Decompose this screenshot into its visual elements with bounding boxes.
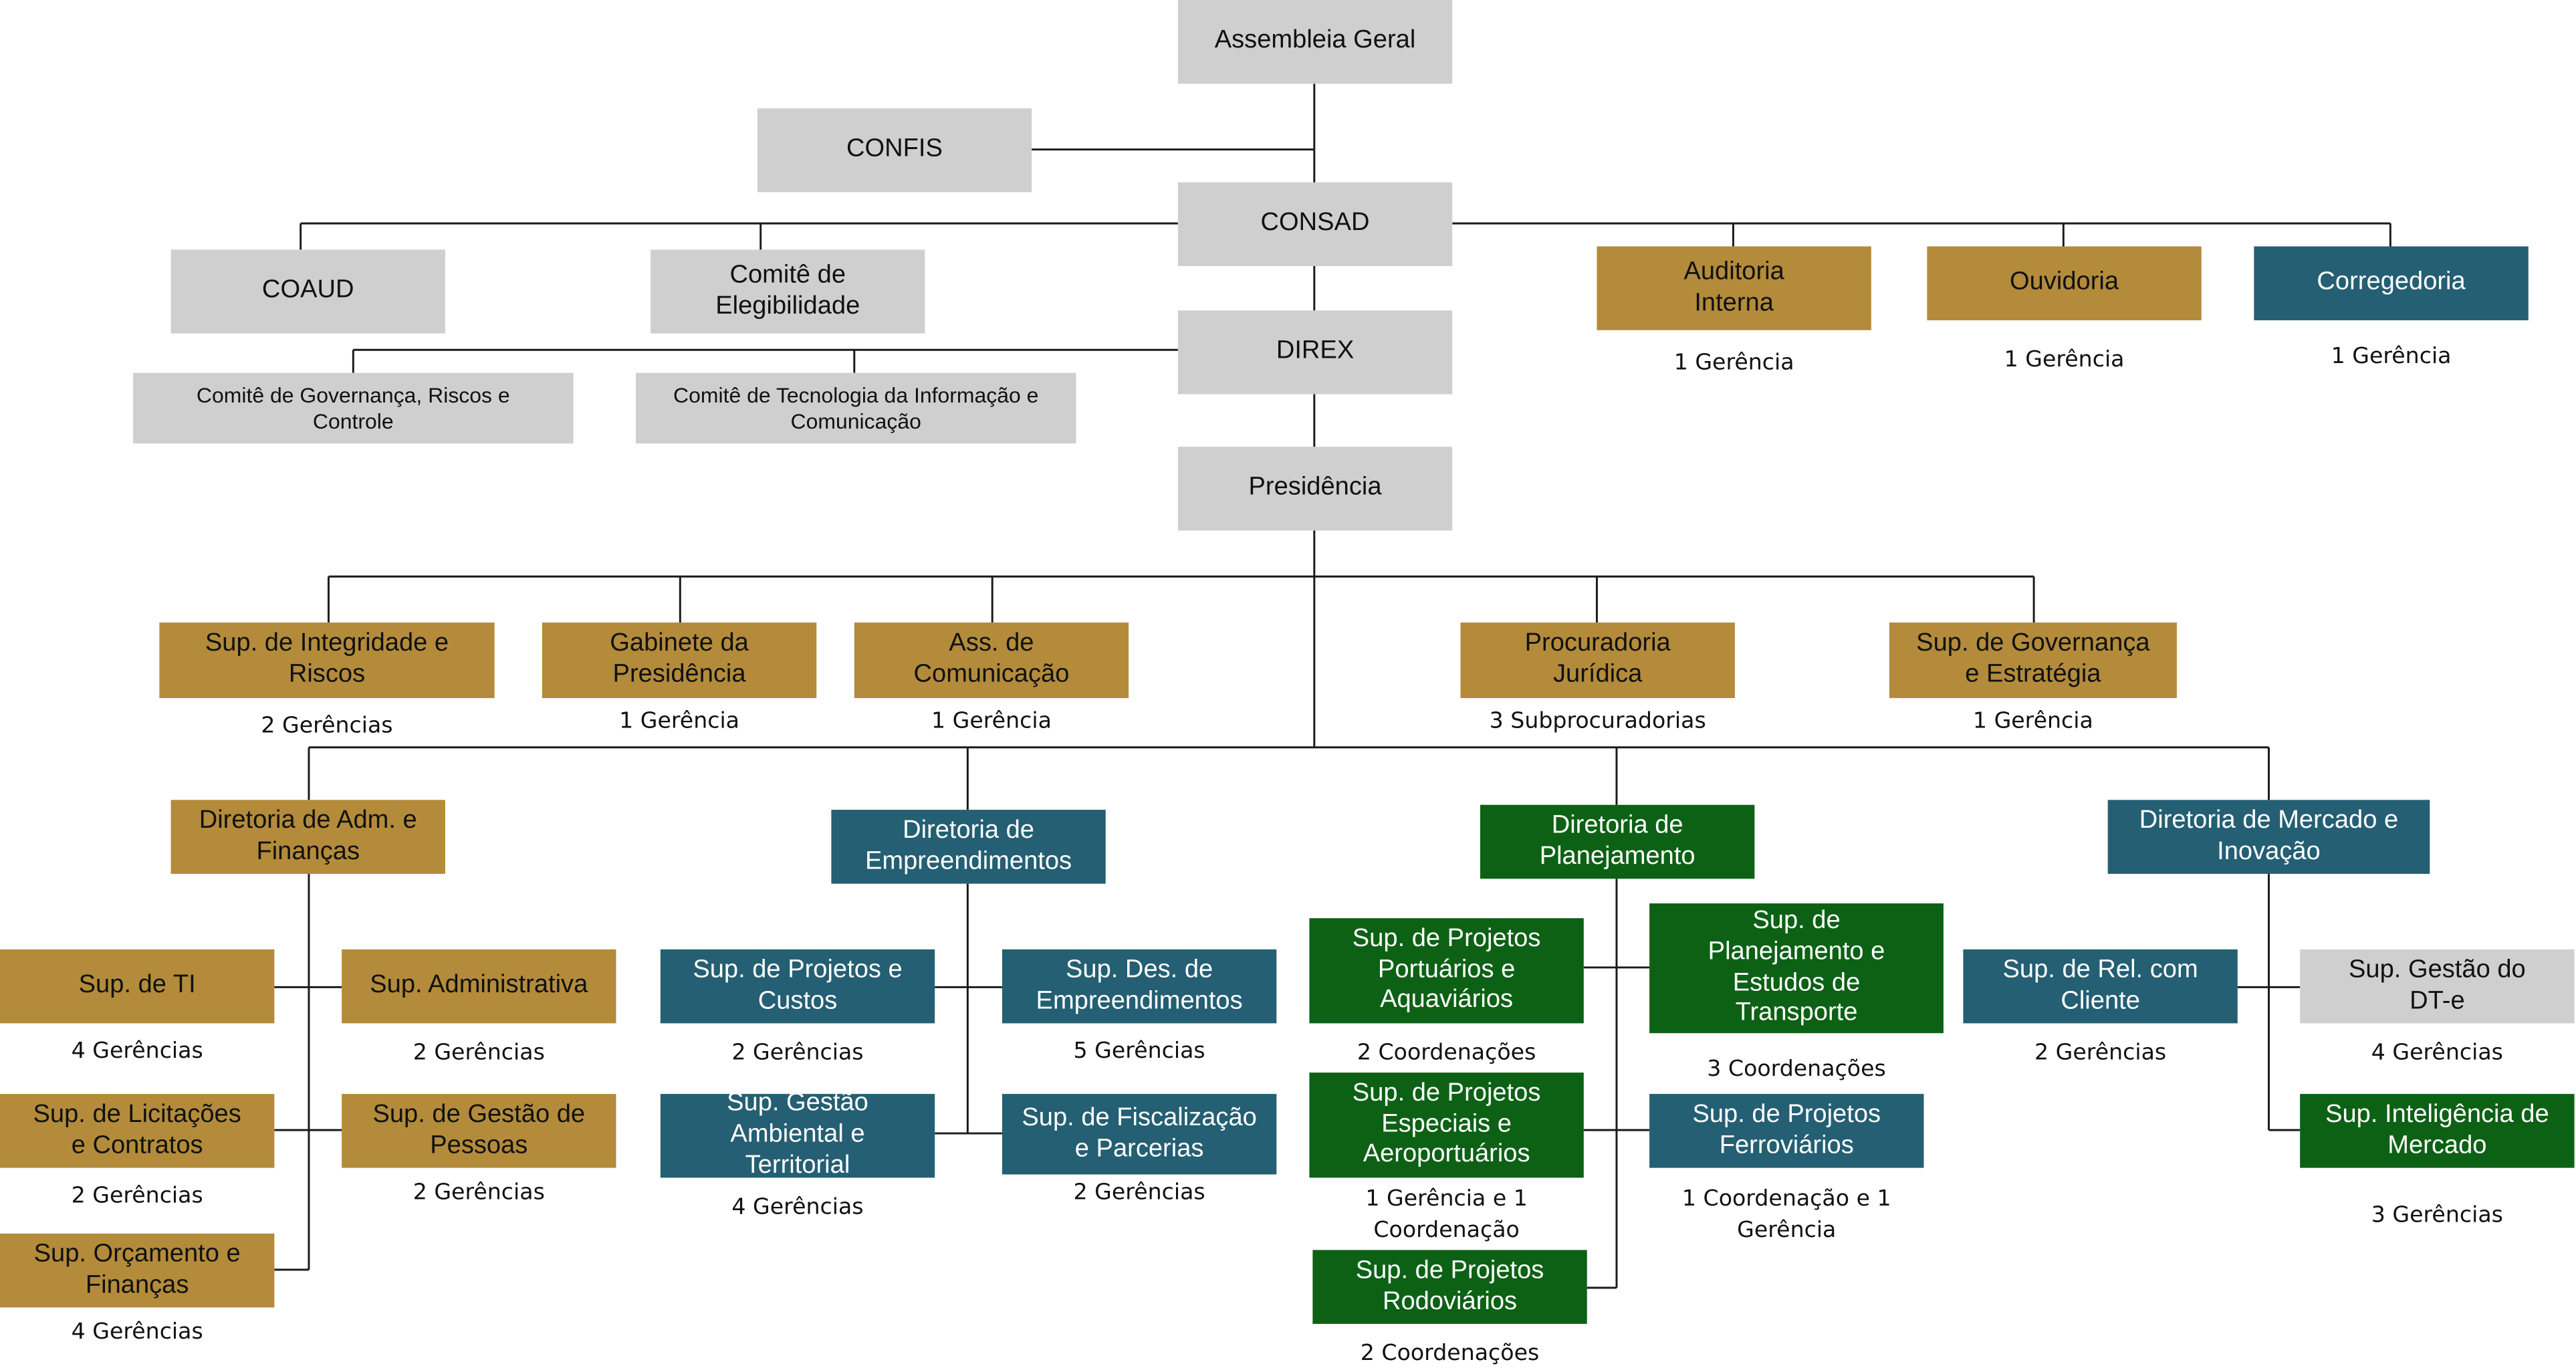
node-ass-comunicacao-note: 1 Gerência: [931, 707, 1052, 735]
node-sup-gestao-dte: Sup. Gestão do DT-e: [2300, 949, 2575, 1024]
node-sup-proj-custos: Sup. de Projetos e Custos: [660, 949, 935, 1024]
node-sup-pessoas-note: 2 Gerências: [413, 1179, 545, 1206]
node-sup-admin: Sup. Administrativa: [342, 949, 616, 1024]
node-ass-comunicacao: Ass. de Comunicação: [854, 622, 1129, 699]
node-dir-mercado: Diretoria de Mercado e Inovação: [2107, 800, 2430, 874]
node-corregedoria-note: 1 Gerência: [2331, 343, 2452, 370]
node-sup-intelig-note: 3 Gerências: [2371, 1202, 2503, 1229]
node-sup-fiscal: Sup. de Fiscalização e Parcerias: [1002, 1094, 1277, 1175]
node-sup-ti: Sup. de TI: [0, 949, 275, 1024]
node-gabinete-note: 1 Gerência: [619, 707, 740, 735]
node-sup-proj-rodo-note: 2 Coordenações: [1360, 1340, 1540, 1367]
node-comite-eleg: Comitê de Elegibilidade: [651, 249, 925, 334]
node-comite-ti: Comitê de Tecnologia da Informação e Com…: [635, 372, 1076, 444]
node-sup-admin-note: 2 Gerências: [413, 1040, 545, 1066]
node-corregedoria: Corregedoria: [2254, 246, 2529, 321]
node-consad: CONSAD: [1177, 182, 1453, 266]
node-sup-orcam-note: 4 Gerências: [71, 1319, 203, 1345]
node-dir-planej: Diretoria de Planejamento: [1480, 804, 1755, 879]
node-sup-rel-cliente: Sup. de Rel. com Cliente: [1963, 949, 2238, 1024]
node-procuradoria: Procuradoria Jurídica: [1460, 622, 1735, 699]
node-sup-rel-cliente-note: 2 Gerências: [2034, 1040, 2167, 1066]
node-sup-gestao-amb: Sup. Gestão Ambiental e Territorial: [660, 1089, 935, 1179]
node-sup-des-empreend-note: 5 Gerências: [1073, 1038, 1205, 1064]
node-sup-proj-esp: Sup. de Projetos Especiais e Aeroportuár…: [1309, 1072, 1584, 1178]
node-auditoria: Auditoria Interna: [1597, 246, 1871, 330]
node-procuradoria-note: 3 Subprocuradorias: [1489, 707, 1706, 735]
node-sup-fiscal-note: 2 Gerências: [1073, 1179, 1205, 1206]
node-sup-proj-port: Sup. de Projetos Portuários e Aquaviário…: [1309, 918, 1584, 1024]
node-sup-gestao-dte-note: 4 Gerências: [2371, 1040, 2503, 1066]
node-sup-proj-ferro: Sup. de Projetos Ferroviários: [1649, 1094, 1924, 1168]
node-sup-integridade-note: 2 Gerências: [261, 713, 393, 739]
node-ouvidoria-note: 1 Gerência: [2004, 346, 2125, 373]
node-sup-proj-custos-note: 2 Gerências: [731, 1040, 864, 1066]
node-dir-adm: Diretoria de Adm. e Finanças: [170, 800, 445, 874]
node-sup-proj-rodo: Sup. de Projetos Rodoviários: [1312, 1250, 1587, 1325]
node-comite-gov: Comitê de Governança, Riscos e Controle: [133, 372, 574, 444]
node-sup-licit: Sup. de Licitações e Contratos: [0, 1094, 275, 1168]
node-sup-planej-transp-note: 3 Coordenações: [1707, 1056, 1886, 1082]
node-sup-integridade: Sup. de Integridade e Riscos: [159, 622, 495, 699]
node-presidencia: Presidência: [1177, 447, 1453, 531]
node-sup-pessoas: Sup. de Gestão de Pessoas: [342, 1094, 616, 1168]
node-sup-ti-note: 4 Gerências: [71, 1038, 203, 1064]
node-dir-empreend: Diretoria de Empreendimentos: [831, 810, 1106, 884]
node-sup-proj-esp-note: 1 Gerência e 1 Coordenação: [1365, 1185, 1528, 1244]
node-gabinete: Gabinete da Presidência: [542, 622, 817, 699]
node-sup-gestao-amb-note: 4 Gerências: [731, 1193, 864, 1221]
node-sup-intelig: Sup. Inteligência de Mercado: [2300, 1094, 2575, 1168]
node-sup-proj-port-note: 2 Coordenações: [1357, 1040, 1536, 1066]
node-ouvidoria: Ouvidoria: [1927, 246, 2202, 321]
node-sup-governanca: Sup. de Governança e Estratégia: [1889, 622, 2177, 699]
node-sup-licit-note: 2 Gerências: [71, 1182, 203, 1210]
node-auditoria-note: 1 Gerência: [1673, 350, 1794, 376]
node-sup-governanca-note: 1 Gerência: [1972, 707, 2093, 735]
node-sup-des-empreend: Sup. Des. de Empreendimentos: [1002, 949, 1277, 1024]
node-sup-planej-transp: Sup. de Planejamento e Estudos de Transp…: [1649, 903, 1944, 1034]
node-sup-proj-ferro-note: 1 Coordenação e 1 Gerência: [1681, 1185, 1891, 1244]
node-assembleia: Assembleia Geral: [1177, 0, 1453, 84]
node-sup-orcam: Sup. Orçamento e Finanças: [0, 1233, 275, 1308]
node-confis: CONFIS: [757, 108, 1032, 193]
node-direx: DIREX: [1177, 310, 1453, 394]
node-coaud: COAUD: [170, 249, 445, 334]
